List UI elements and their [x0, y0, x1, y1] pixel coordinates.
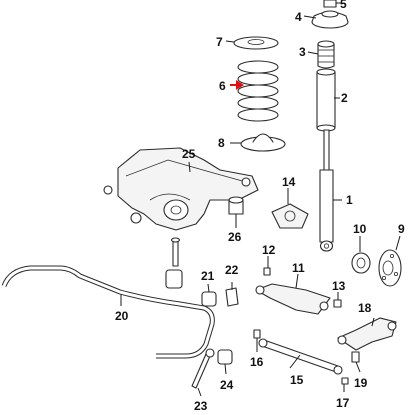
stabilizer-bar	[1, 265, 215, 359]
highlight-arrow	[230, 80, 244, 90]
upper-spring-seat	[233, 36, 279, 50]
callout-1: 1	[346, 193, 353, 207]
stabilizer-link	[191, 348, 215, 389]
bracket	[271, 203, 309, 229]
lower-spring-seat	[240, 133, 286, 152]
callout-3: 3	[299, 45, 306, 59]
lower-control-arm	[255, 283, 331, 315]
bolt-16	[253, 329, 261, 339]
stabilizer-bushing	[165, 269, 183, 289]
callout-16: 16	[250, 355, 264, 369]
callout-24: 24	[220, 378, 234, 392]
callout-9: 9	[398, 222, 405, 236]
dust-boot	[316, 68, 336, 132]
bolt-19	[351, 351, 360, 363]
callout-19: 19	[354, 376, 368, 390]
bump-stop	[317, 40, 335, 69]
trailing-link	[337, 317, 397, 351]
callout-6: 6	[219, 79, 226, 93]
callout-14: 14	[282, 175, 296, 189]
callout-23: 23	[194, 399, 208, 413]
callout-8: 8	[218, 136, 225, 150]
nut	[333, 299, 342, 308]
callouts: 5 4 7 3 6 2 8 25 14 1 26 10 9 12 11 21 2…	[115, 0, 405, 413]
wheel-bearing	[351, 252, 371, 274]
callout-18: 18	[358, 301, 372, 315]
mount-nut	[323, 0, 337, 8]
callout-17: 17	[336, 396, 350, 410]
coil-spring	[237, 60, 279, 122]
bolt	[263, 267, 271, 276]
bushing-clamp	[225, 287, 239, 307]
subframe-bushing	[228, 196, 244, 215]
shock-absorber	[319, 129, 334, 252]
link-bushing-24	[217, 349, 233, 365]
callout-4: 4	[295, 10, 302, 24]
callout-5: 5	[340, 0, 347, 11]
link-bushing	[201, 291, 217, 307]
callout-25: 25	[182, 147, 196, 161]
wheel-hub	[378, 249, 402, 287]
callout-22: 22	[225, 263, 239, 277]
callout-12: 12	[262, 243, 276, 257]
stabilizer-mount-bolt	[170, 237, 181, 267]
callout-7: 7	[216, 35, 223, 49]
callout-13: 13	[332, 279, 346, 293]
subframe	[103, 147, 259, 231]
callout-26: 26	[228, 230, 242, 244]
callout-11: 11	[292, 261, 305, 275]
callout-20: 20	[115, 309, 129, 323]
callout-2: 2	[341, 91, 348, 105]
lateral-link	[258, 338, 343, 375]
callout-15: 15	[290, 373, 304, 387]
leader-lines	[120, 2, 401, 397]
upper-mount	[311, 10, 349, 29]
callout-10: 10	[353, 222, 367, 236]
nut-17	[341, 377, 349, 385]
callout-21: 21	[201, 269, 215, 283]
